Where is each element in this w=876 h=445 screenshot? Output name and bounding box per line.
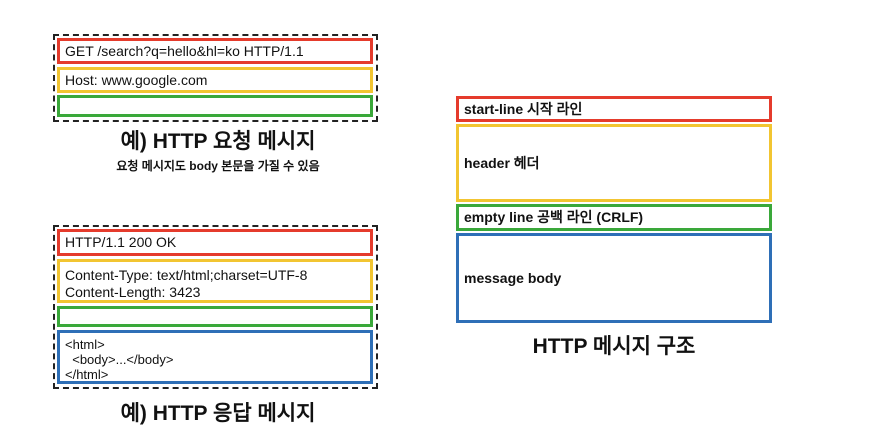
request-start-line-text: GET /search?q=hello&hl=ko HTTP/1.1 xyxy=(65,42,304,59)
structure-message-body-label: message body xyxy=(464,269,562,286)
request-header-text: Host: www.google.com xyxy=(65,71,208,88)
request-message-frame xyxy=(53,34,378,122)
response-body-line: </html> xyxy=(65,367,109,382)
structure-empty-line: empty line 공백 라인 (CRLF) xyxy=(456,204,772,231)
response-header-line: Content-Length: 3423 xyxy=(65,284,201,300)
structure-caption: HTTP 메시지 구조 xyxy=(532,335,696,358)
response-body-line: <body>...</body> xyxy=(65,352,174,367)
response-header: Content-Type: text/html;charset=UTF-8 Co… xyxy=(57,259,373,303)
response-body-line: <html> xyxy=(65,337,105,352)
request-header: Host: www.google.com xyxy=(57,67,373,93)
request-empty-line xyxy=(57,95,373,117)
structure-empty-line-label: empty line 공백 라인 (CRLF) xyxy=(464,209,644,225)
response-caption: 예) HTTP 응답 메시지 xyxy=(120,402,316,425)
response-message-frame xyxy=(53,225,378,389)
response-start-line: HTTP/1.1 200 OK xyxy=(57,229,373,256)
structure-header-label: header 헤더 xyxy=(464,154,540,171)
structure-start-line-label: start-line 시작 라인 xyxy=(464,100,583,117)
response-start-line-text: HTTP/1.1 200 OK xyxy=(65,234,177,250)
request-body-note: 요청 메시지도 body 본문을 가질 수 있음 xyxy=(116,159,320,173)
structure-start-line: start-line 시작 라인 xyxy=(456,96,772,122)
request-caption: 예) HTTP 요청 메시지 xyxy=(120,130,316,153)
structure-header: header 헤더 xyxy=(456,124,772,202)
response-empty-line xyxy=(57,306,373,327)
response-body: <html> <body>...</body> </html> xyxy=(57,330,373,384)
response-header-line: Content-Type: text/html;charset=UTF-8 xyxy=(65,267,308,283)
request-start-line: GET /search?q=hello&hl=ko HTTP/1.1 xyxy=(57,38,373,64)
structure-message-body: message body xyxy=(456,233,772,323)
